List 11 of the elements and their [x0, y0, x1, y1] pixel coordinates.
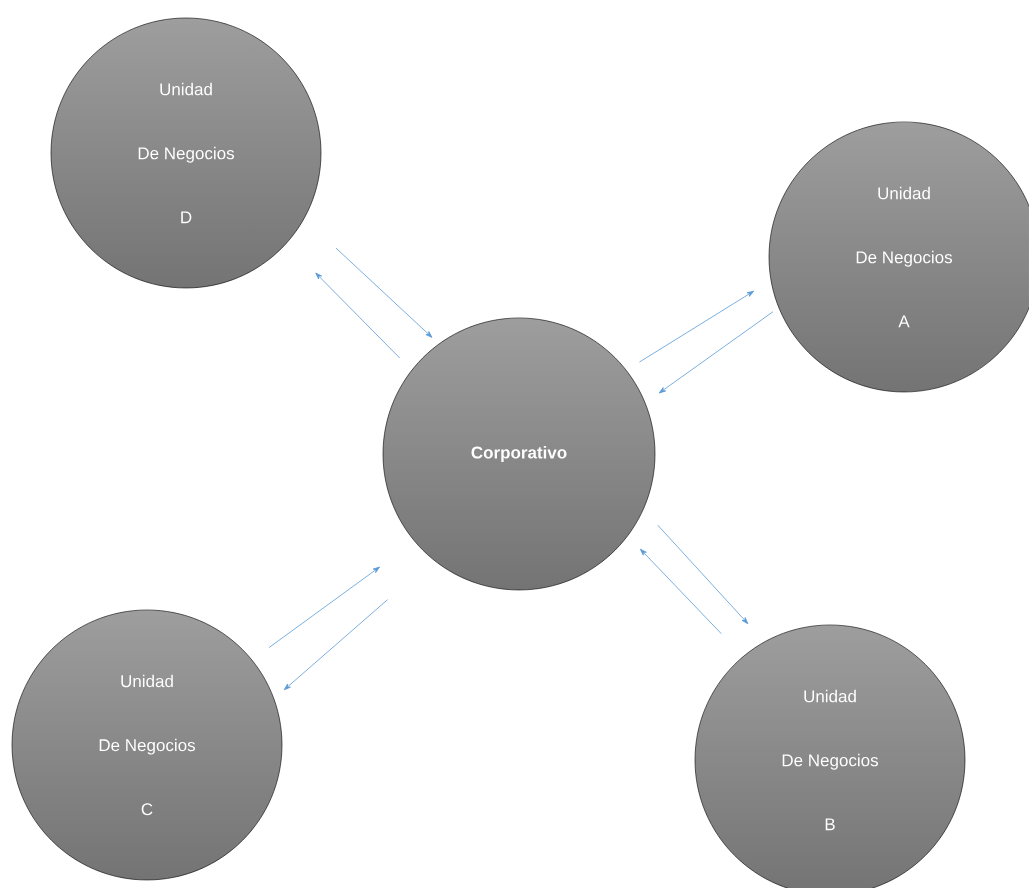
- circle-node: Corporativo: [382, 317, 656, 591]
- arrow: [315, 272, 401, 359]
- arrow: [658, 311, 774, 394]
- circle-node: Unidad De Negocios C: [11, 609, 283, 881]
- arrow: [639, 290, 755, 363]
- arrow: [268, 566, 380, 648]
- arrow: [335, 247, 433, 338]
- circle-node: Unidad De Negocios D: [50, 17, 322, 289]
- arrow: [657, 524, 749, 625]
- arrow: [640, 548, 722, 635]
- arrow: [283, 599, 388, 691]
